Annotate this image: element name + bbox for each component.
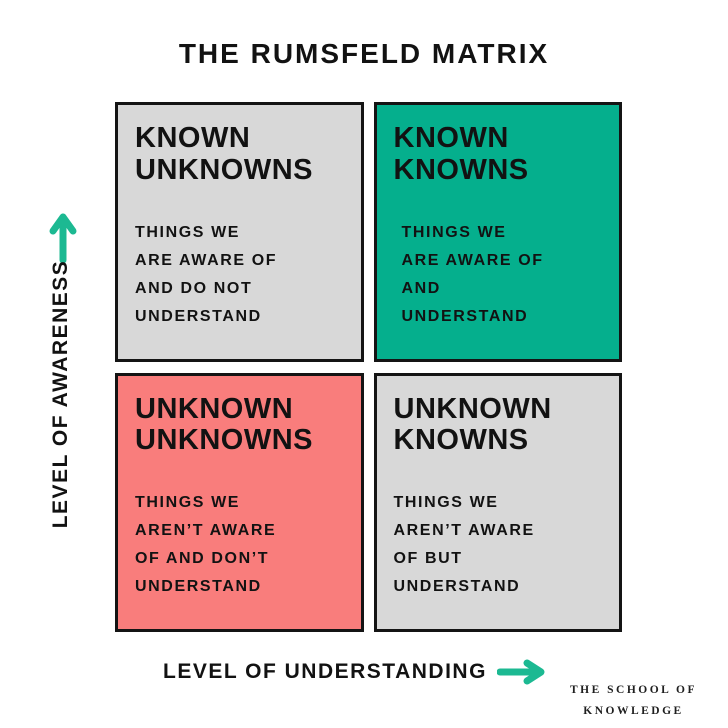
quadrant-unknown-knowns: UNKNOWN KNOWNS THINGS WE AREN’T AWARE OF…: [373, 372, 622, 632]
x-axis: LEVEL OF UNDERSTANDING: [163, 658, 547, 686]
matrix-grid: KNOWN UNKNOWNS THINGS WE ARE AWARE OF AN…: [115, 102, 622, 632]
quadrant-body: THINGS WE ARE AWARE OF AND DO NOT UNDERS…: [135, 223, 278, 325]
quadrant-heading: UNKNOWN KNOWNS: [393, 392, 552, 457]
quadrant-body: THINGS WE AREN’T AWARE OF BUT UNDERSTAND: [393, 494, 535, 596]
quadrant-heading: KNOWN UNKNOWNS: [135, 122, 313, 186]
quadrant-heading: UNKNOWN UNKNOWNS: [135, 392, 313, 457]
quadrant-known-knowns: KNOWN KNOWNS THINGS WE ARE AWARE OF AND …: [373, 102, 622, 362]
y-axis-label: LEVEL OF AWARENESS: [49, 259, 72, 529]
right-arrow-icon: [496, 659, 545, 685]
quadrant-body: THINGS WE AREN’T AWARE OF AND DON’T UNDE…: [135, 494, 277, 596]
x-axis-label: LEVEL OF UNDERSTANDING: [163, 660, 487, 683]
quadrant-unknown-unknowns: UNKNOWN UNKNOWNS THINGS WE AREN’T AWARE …: [115, 372, 364, 632]
brand-logo-text: THE SCHOOL OF KNOWLEDGE: [569, 684, 698, 718]
quadrant-body: THINGS WE ARE AWARE OF AND UNDERSTAND: [401, 223, 544, 325]
quadrant-known-unknowns: KNOWN UNKNOWNS THINGS WE ARE AWARE OF AN…: [115, 102, 364, 362]
quadrant-heading: KNOWN KNOWNS: [393, 122, 529, 186]
page-title: THE RUMSFELD MATRIX: [178, 38, 550, 69]
up-arrow-icon: [49, 213, 77, 264]
